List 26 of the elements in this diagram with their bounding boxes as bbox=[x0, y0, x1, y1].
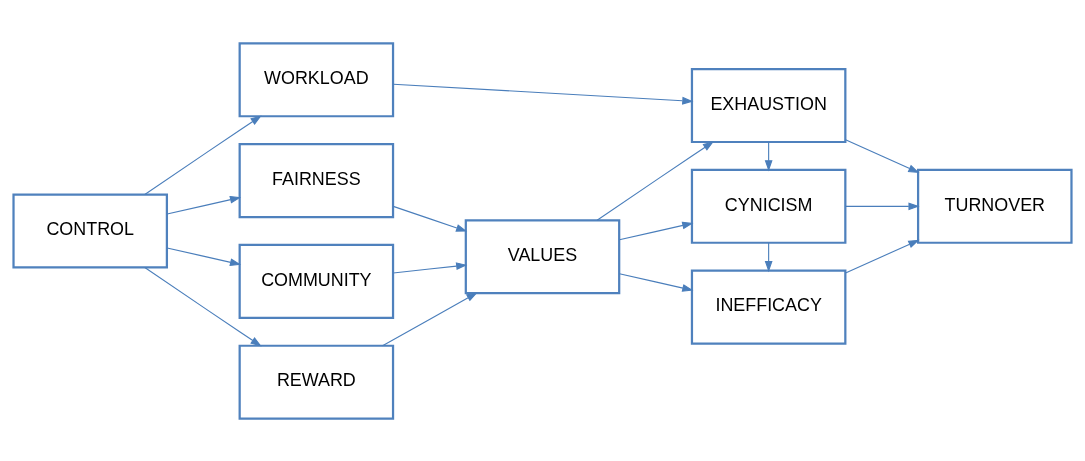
node-box: EXHAUSTION bbox=[690, 67, 847, 143]
node-box: WORKLOAD bbox=[238, 41, 395, 117]
arrow bbox=[144, 114, 262, 195]
node-box: VALUES bbox=[464, 218, 621, 294]
arrow bbox=[392, 205, 468, 232]
node-box: CONTROL bbox=[12, 193, 168, 268]
arrow bbox=[845, 201, 920, 210]
arrow bbox=[144, 266, 262, 347]
arrow bbox=[764, 141, 773, 171]
node-box: TURNOVER bbox=[917, 168, 1073, 244]
arrow bbox=[596, 140, 714, 221]
arrow bbox=[166, 195, 242, 214]
arrow bbox=[845, 138, 920, 173]
arrow bbox=[382, 291, 478, 346]
arrow bbox=[392, 261, 468, 274]
node-box: COMMUNITY bbox=[238, 243, 395, 319]
arrow bbox=[618, 221, 694, 240]
node-box: INEFFICACY bbox=[690, 269, 847, 345]
arrow bbox=[618, 272, 694, 292]
arrow bbox=[166, 247, 242, 266]
arrow bbox=[392, 83, 694, 105]
arrow bbox=[764, 241, 773, 272]
node-box: REWARD bbox=[238, 344, 395, 420]
arrow bbox=[845, 239, 920, 274]
node-box: FAIRNESS bbox=[238, 142, 395, 218]
node-box: CYNICISM bbox=[690, 168, 847, 244]
